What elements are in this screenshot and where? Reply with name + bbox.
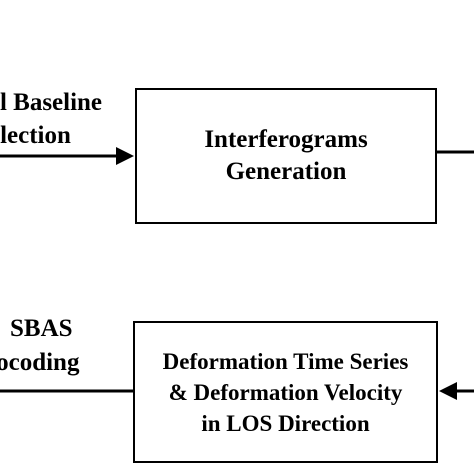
deformation-time-series-box: Deformation Time Series & Deformation Ve… — [133, 321, 438, 463]
interferograms-box-line2: Generation — [225, 158, 347, 185]
deformation-box-line2: & Deformation Velocity — [168, 379, 403, 405]
sbas-geocoding-label-line1: SBAS — [10, 315, 73, 342]
sbas-geocoding-label-line2: eocoding — [0, 349, 80, 376]
interferograms-box-line1: Interferograms — [204, 126, 368, 153]
incoming-to-deformation-arrowhead — [439, 382, 457, 400]
baseline-to-interferograms-arrowhead — [116, 147, 134, 165]
baseline-selection-label-line1: ll Baseline — [0, 89, 103, 116]
deformation-box-line3: in LOS Direction — [201, 410, 370, 436]
deformation-box-line1: Deformation Time Series — [162, 348, 409, 374]
interferograms-generation-box: Interferograms Generation — [135, 88, 437, 224]
